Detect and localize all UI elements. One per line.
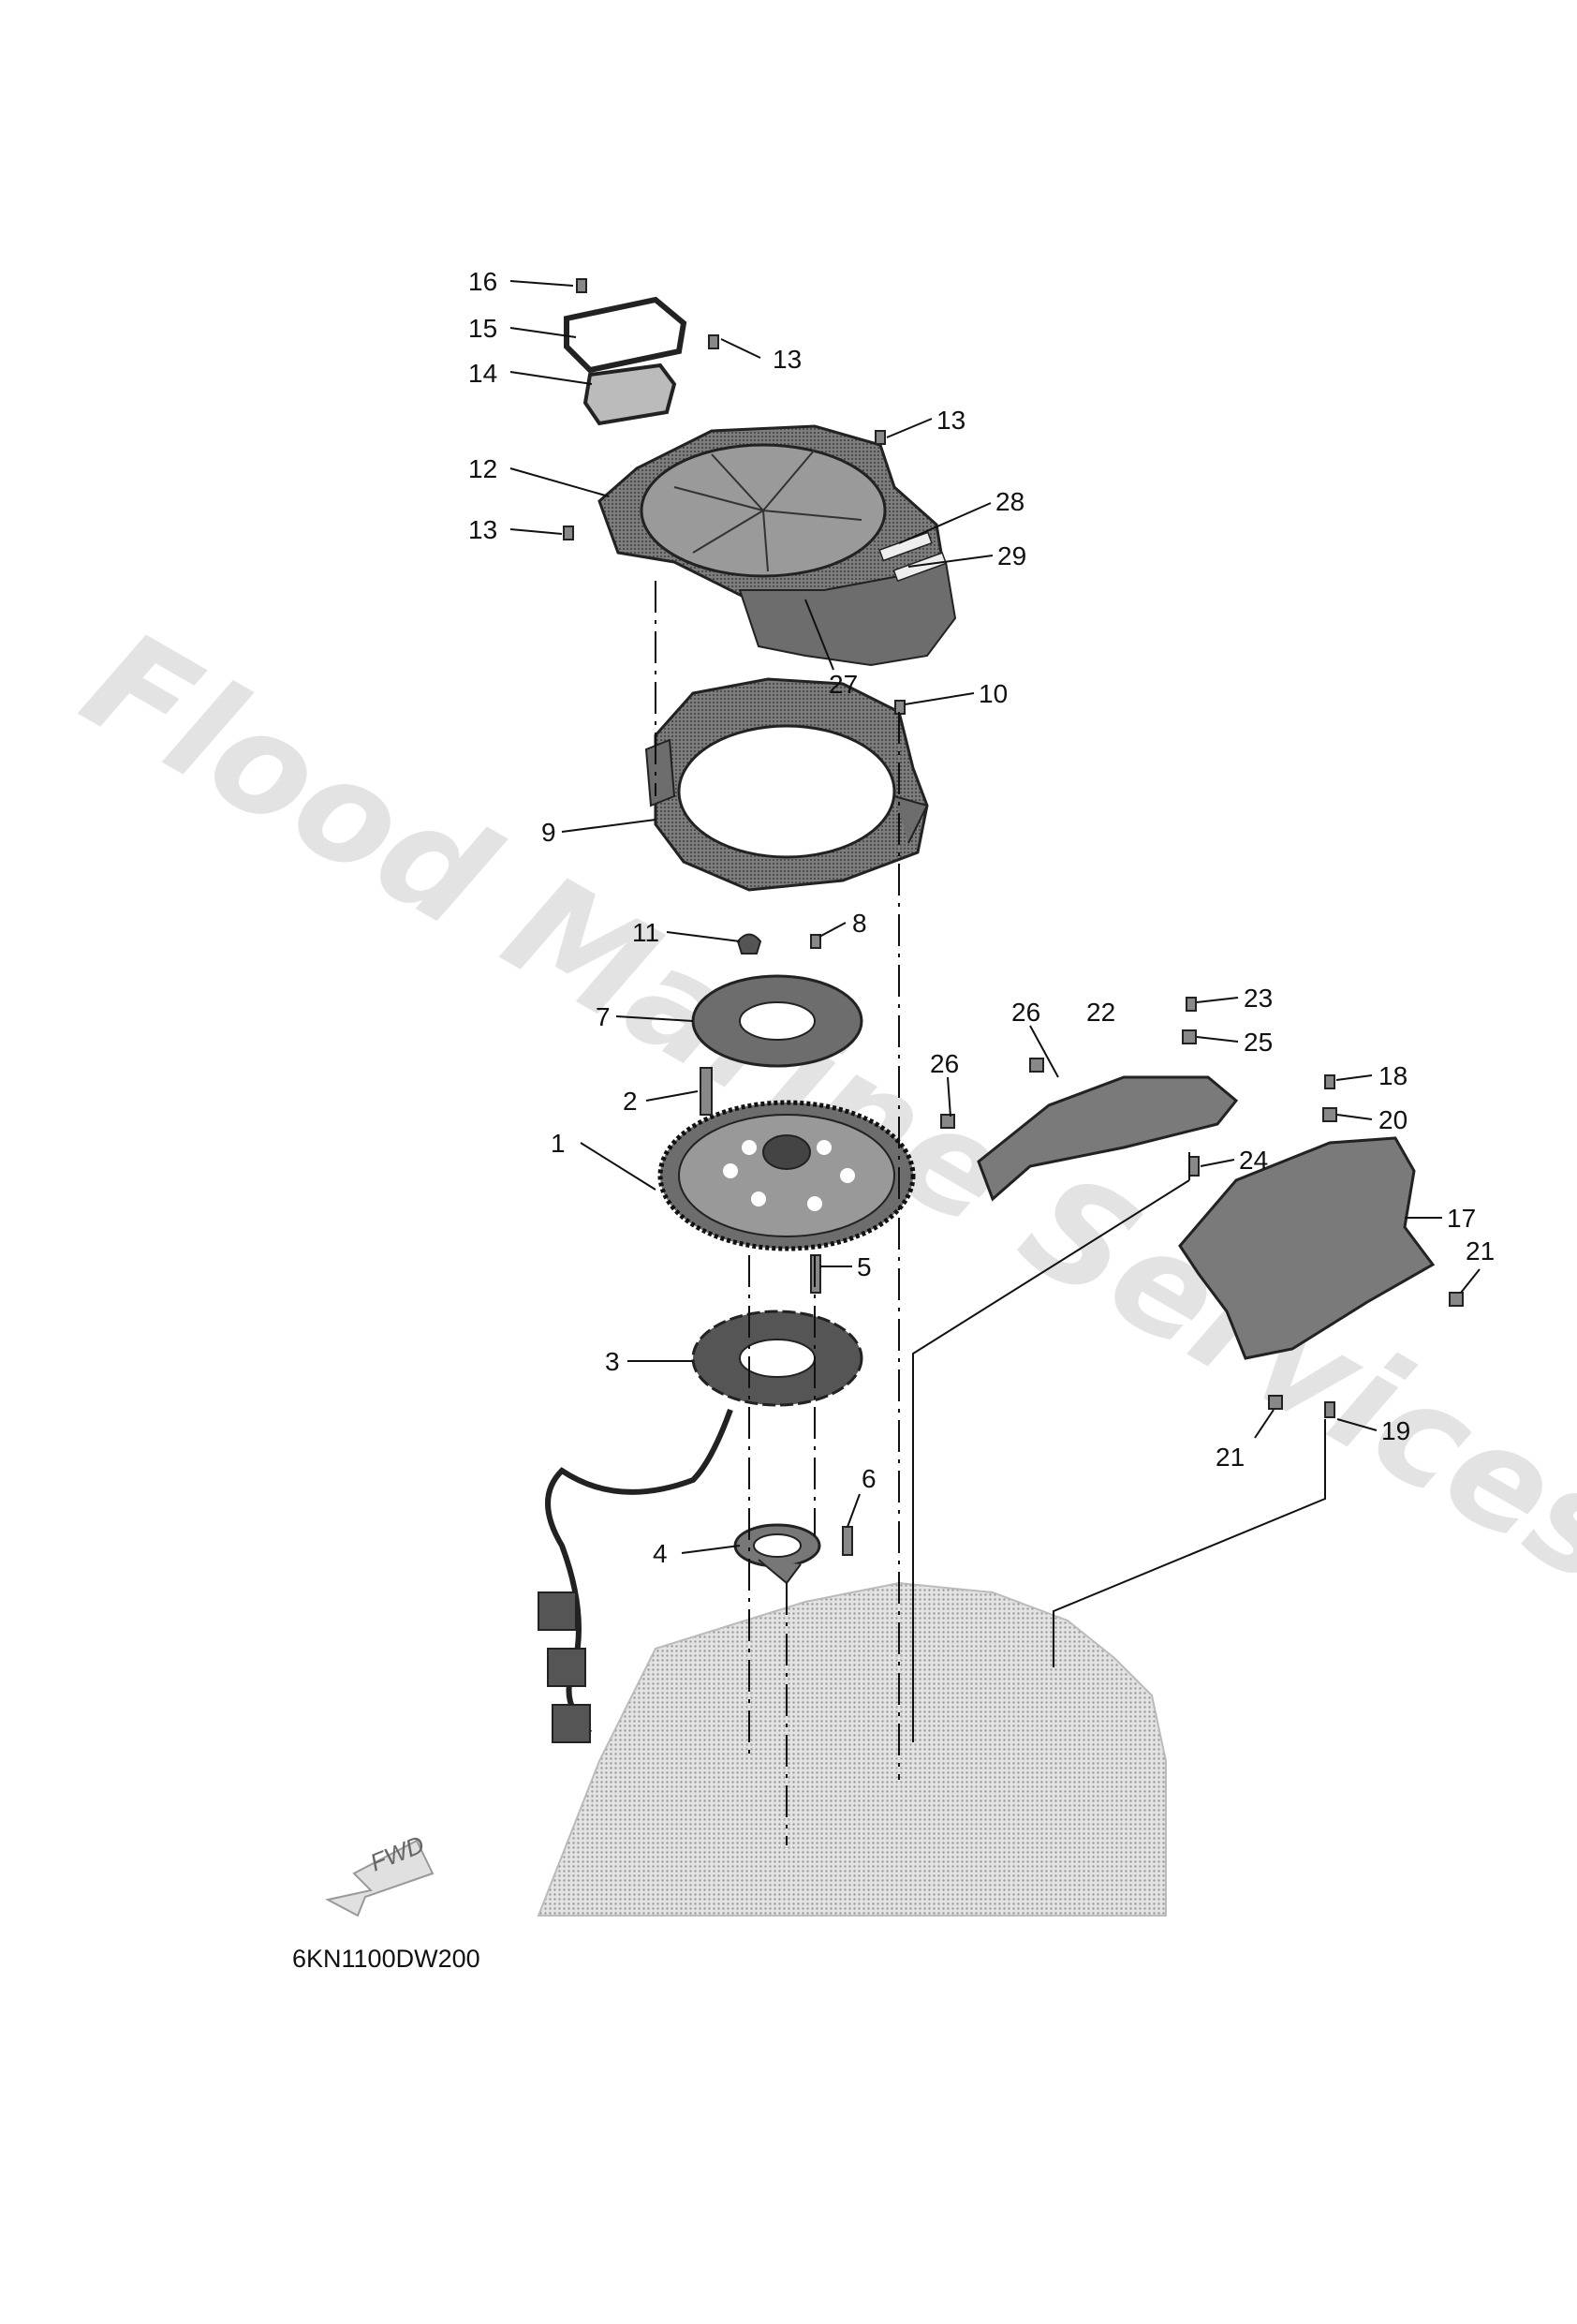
fwd-arrow-icon: FWD — [325, 1830, 435, 1917]
callout-24: 24 — [1239, 1146, 1268, 1175]
callout-8: 8 — [852, 909, 867, 938]
part-9-housing — [644, 677, 929, 892]
callout-16: 16 — [468, 267, 497, 296]
callout-5: 5 — [857, 1252, 872, 1281]
callout-23: 23 — [1244, 984, 1273, 1013]
part-15-gasket — [564, 296, 687, 374]
part-11-clamp — [736, 933, 762, 955]
part-22-cover — [977, 1075, 1239, 1202]
callout-14: 14 — [468, 359, 497, 388]
leader-lines — [509, 280, 1481, 1554]
callout-4: 4 — [653, 1539, 668, 1568]
fasteners — [563, 278, 1464, 1556]
connector-3 — [552, 1704, 591, 1743]
callout-3: 3 — [605, 1347, 620, 1376]
connector-2 — [547, 1648, 586, 1687]
part-29-label — [892, 552, 948, 583]
callout-10: 10 — [979, 679, 1008, 708]
callout-19: 19 — [1381, 1416, 1410, 1445]
callout-20: 20 — [1378, 1105, 1408, 1134]
callout-15: 15 — [468, 314, 497, 343]
engine-block — [537, 1581, 1167, 1917]
callout-18: 18 — [1378, 1061, 1408, 1090]
connector-1 — [538, 1591, 577, 1631]
callout-13-b: 13 — [936, 406, 965, 435]
callout-labels: 16 15 13 14 13 12 28 13 29 27 10 9 11 8 … — [468, 267, 1495, 1568]
callout-21-a: 21 — [1466, 1236, 1495, 1266]
callout-9: 9 — [541, 818, 556, 847]
callout-26-a: 26 — [1011, 998, 1040, 1027]
callout-21-b: 21 — [1216, 1443, 1245, 1472]
alignment-lines — [655, 581, 1326, 1845]
callout-25: 25 — [1244, 1028, 1273, 1057]
callout-11: 11 — [632, 918, 659, 947]
part-17-cover — [1178, 1136, 1436, 1360]
callout-17: 17 — [1447, 1204, 1476, 1233]
callout-13-c: 13 — [468, 515, 497, 544]
callout-7: 7 — [596, 1002, 611, 1031]
callout-2: 2 — [623, 1087, 638, 1116]
callout-12: 12 — [468, 454, 497, 483]
callout-28: 28 — [995, 487, 1024, 516]
part-4-bracket — [733, 1523, 821, 1585]
callout-27: 27 — [829, 670, 858, 699]
callout-22: 22 — [1086, 998, 1115, 1027]
callout-26-b: 26 — [930, 1049, 959, 1078]
callout-6: 6 — [862, 1464, 877, 1493]
diagram-code: 6KN1100DW200 — [292, 1945, 480, 1973]
part-14-gasket — [582, 363, 677, 426]
callout-13-a: 13 — [773, 345, 802, 374]
part-7-rotor — [691, 974, 863, 1068]
callout-29: 29 — [997, 541, 1026, 570]
callout-1: 1 — [551, 1129, 566, 1158]
part-3-stator — [691, 1310, 863, 1407]
part-1-flywheel — [657, 1100, 916, 1251]
part-27-panel — [738, 560, 957, 667]
